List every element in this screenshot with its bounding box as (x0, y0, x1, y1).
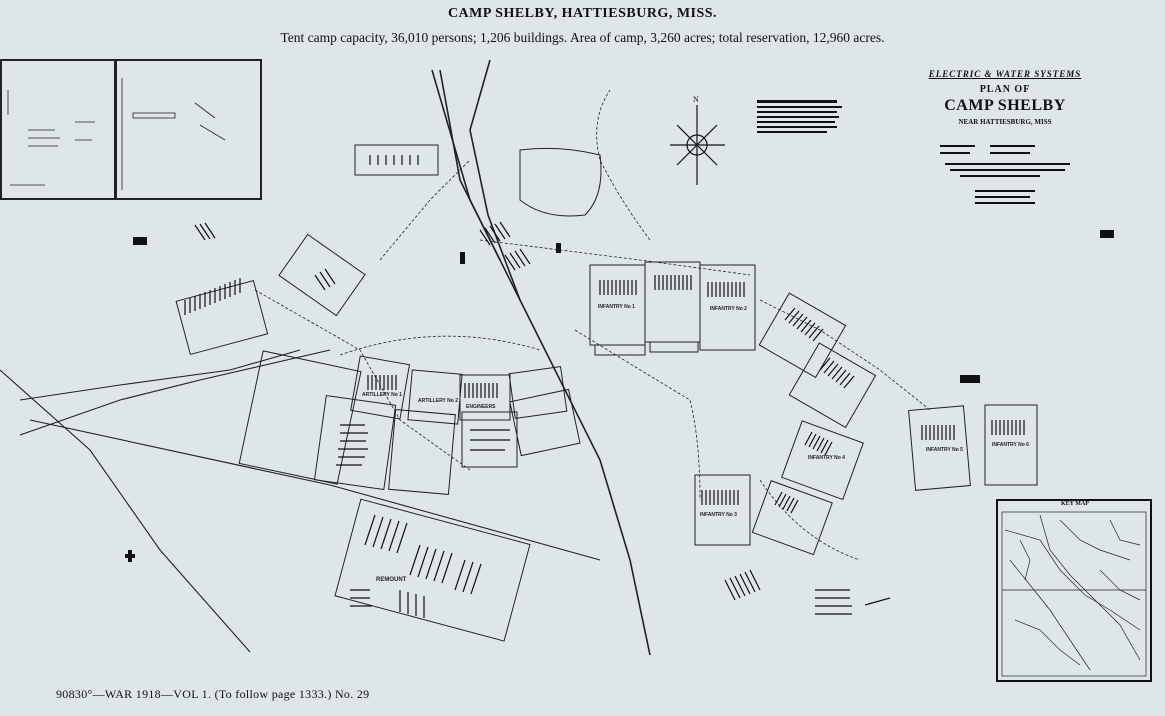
plan-heading-camp-name: CAMP SHELBY (944, 97, 1066, 114)
key-map-frame (996, 499, 1152, 682)
label-infantry-6: INFANTRY No 6 (992, 442, 1029, 448)
label-infantry-2: INFANTRY No 2 (710, 306, 747, 312)
tent-rows-artillery (336, 375, 510, 466)
plan-heading-plan-of: PLAN OF (979, 84, 1031, 95)
label-infantry-1: INFANTRY No 1 (598, 304, 635, 310)
compass-north-label: N (693, 95, 699, 104)
label-engineers: ENGINEERS (466, 404, 496, 410)
plan-heading-systems: ELECTRIC & WATER SYSTEMS (928, 69, 1082, 79)
footer-note: 90830°—WAR 1918—VOL 1. (To follow page 1… (56, 687, 370, 701)
inset-rifle-range-b (115, 59, 262, 200)
key-map-title: KEY MAP (1061, 501, 1089, 507)
inset-rifle-range-a (0, 59, 116, 200)
key-map-contents (1001, 511, 1147, 677)
label-infantry-4: INFANTRY No 4 (808, 455, 845, 461)
label-infantry-3: INFANTRY No 3 (700, 512, 737, 518)
plan-heading-location: NEAR HATTIESBURG, MISS (958, 118, 1052, 126)
tent-rows-remount (350, 514, 482, 618)
tent-rows-south (724, 569, 891, 615)
page-subtitle: Tent camp capacity, 36,010 persons; 1,20… (280, 30, 885, 45)
label-remount: REMOUNT (376, 577, 407, 583)
tent-rows-infantry-arc (701, 307, 1025, 514)
tent-rows-left (184, 222, 336, 315)
label-infantry-5: INFANTRY No 5 (926, 447, 963, 453)
label-artillery-2: ARTILLERY No 2 (418, 398, 459, 404)
compass-rose (670, 105, 725, 185)
tent-rows-infantry-top (599, 275, 745, 297)
page-title: CAMP SHELBY, HATTIESBURG, MISS. (447, 6, 718, 21)
label-artillery-1: ARTILLERY No 1 (362, 392, 403, 398)
